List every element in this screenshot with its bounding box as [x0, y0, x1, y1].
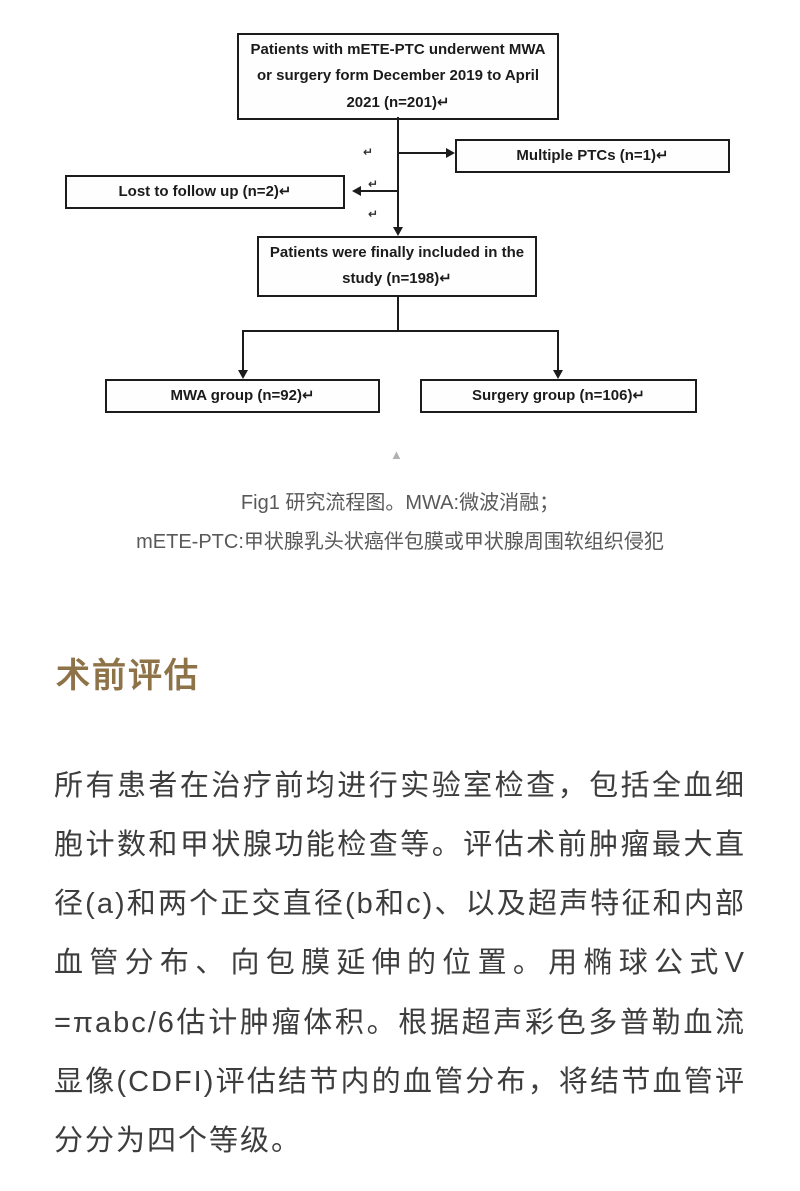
flowchart-box-patients-underwent: Patients with mETE-PTC underwent MWA or …: [237, 33, 559, 120]
figure-caption: Fig1 研究流程图。MWA:微波消融； mETE-PTC:甲状腺乳头状癌伴包膜…: [0, 484, 800, 562]
figure-caption-line2: mETE-PTC:甲状腺乳头状癌伴包膜或甲状腺周围软组织侵犯: [136, 531, 664, 553]
arrowhead-down-surgery: [553, 370, 563, 379]
section-paragraph: 所有患者在治疗前均进行实验室检查，包括全血细胞计数和甲状腺功能检查等。评估术前肿…: [54, 770, 746, 1157]
connector-to-multiple-ptcs: [398, 152, 446, 154]
connector-branch-horizontal: [242, 330, 559, 332]
connector-to-lost-followup: [361, 190, 398, 192]
return-mark-icon: ↵: [368, 177, 379, 191]
connector-included-down: [397, 296, 399, 331]
arrowhead-right-multiple-ptcs: [446, 148, 455, 158]
flowchart-box-surgery-group: Surgery group (n=106)↵: [420, 379, 697, 414]
figure-caption-line1: Fig1 研究流程图。MWA:微波消融；: [240, 492, 560, 514]
flowchart-box-included: Patients were finally included in the st…: [257, 236, 537, 297]
arrowhead-left-lost-followup: [352, 186, 361, 196]
arrowhead-down-mwa: [238, 370, 248, 379]
figure-collapse-triangle-icon: ▲: [390, 447, 403, 462]
connector-to-surgery: [557, 330, 559, 370]
study-flowchart: Patients with mETE-PTC underwent MWA or …: [0, 0, 800, 470]
flowchart-box-multiple-ptcs: Multiple PTCs (n=1)↵: [455, 139, 730, 174]
return-mark-icon: ↵: [368, 207, 379, 221]
return-mark-icon: ↵: [363, 145, 374, 159]
arrowhead-down-included: [393, 227, 403, 236]
flowchart-box-lost-followup: Lost to follow up (n=2)↵: [65, 175, 345, 210]
connector-to-mwa: [242, 330, 244, 370]
flowchart-box-mwa-group: MWA group (n=92)↵: [105, 379, 380, 414]
section-heading: 术前评估: [56, 658, 200, 695]
connector-top-to-included: [397, 117, 399, 227]
